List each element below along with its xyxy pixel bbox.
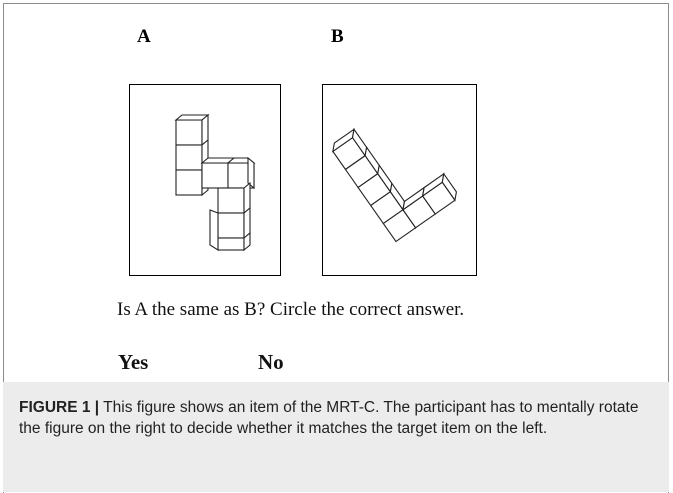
figure-b-box: [322, 84, 477, 276]
answer-no: No: [258, 350, 284, 374]
question-text: Is A the same as B? Circle the correct a…: [117, 299, 465, 320]
cube-stack-lower: [209, 181, 251, 252]
cube-rotated-group: [332, 127, 457, 243]
label-a: A: [137, 26, 151, 47]
cube-bridge: [200, 156, 256, 190]
cube-figure-a: [174, 113, 256, 252]
caption-area: FIGURE 1 | This figure shows an item of …: [3, 382, 669, 492]
caption-label: FIGURE 1 |: [19, 399, 100, 416]
answer-yes: Yes: [118, 350, 149, 374]
cube-figure-b: [332, 127, 457, 243]
label-b: B: [331, 26, 344, 47]
caption-text: This figure shows an item of the MRT-C. …: [19, 399, 639, 437]
figure-a-box: [129, 84, 281, 276]
figure-caption: FIGURE 1 | This figure shows an item of …: [19, 397, 659, 439]
figure-frame: [3, 3, 669, 493]
